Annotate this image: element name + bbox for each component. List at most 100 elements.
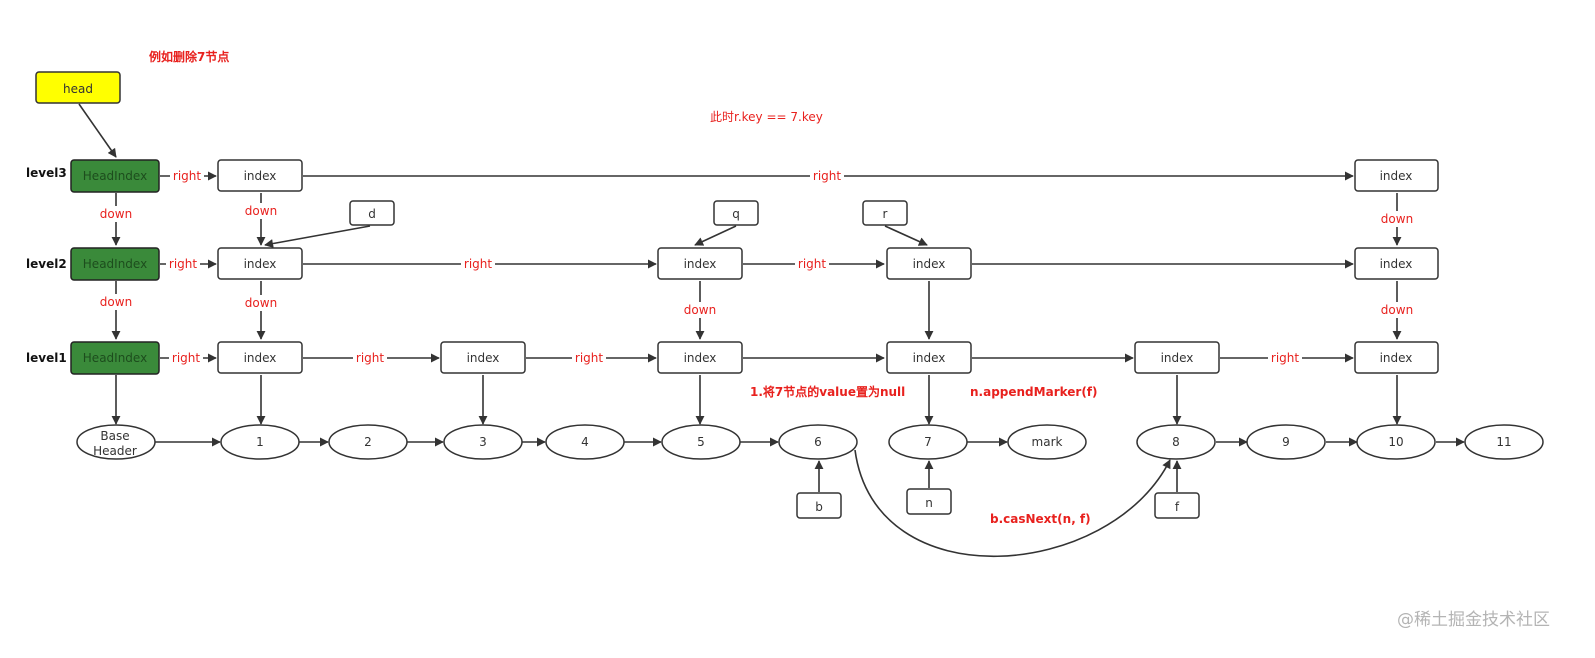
list-node-label: mark <box>1032 435 1063 449</box>
edge-r-pointer <box>884 225 928 246</box>
index-label: index <box>1161 351 1194 365</box>
list-node-label: 10 <box>1388 435 1403 449</box>
list-node-label: 8 <box>1172 435 1180 449</box>
pointer-d: d <box>349 200 395 226</box>
right-label: right <box>169 257 197 271</box>
index-l1-8: index <box>1134 341 1220 374</box>
head-index-label: HeadIndex <box>83 257 147 271</box>
list-node-11: 11 <box>1464 424 1544 460</box>
watermark: @稀土掘金技术社区 <box>1397 610 1550 630</box>
index-label: index <box>244 257 277 271</box>
index-l1-3: index <box>440 341 526 374</box>
head-label: head <box>63 82 93 96</box>
list-node-label: 11 <box>1496 435 1511 449</box>
index-l2-5: index <box>657 247 743 280</box>
index-label: index <box>1380 169 1413 183</box>
pointer-b-label: b <box>815 500 823 514</box>
pointer-q-label: q <box>732 207 740 221</box>
level3-label: level3 <box>26 166 67 180</box>
index-label: index <box>913 257 946 271</box>
index-l2-7: index <box>886 247 972 280</box>
down-label: down <box>684 303 716 317</box>
list-node-label: 4 <box>581 435 589 449</box>
right-label: right <box>356 351 384 365</box>
level2-label: level2 <box>26 257 67 271</box>
right-label: right <box>172 351 200 365</box>
pointer-d-label: d <box>368 207 376 221</box>
right-label: right <box>464 257 492 271</box>
head-node: head <box>35 71 121 104</box>
edges <box>78 103 1465 558</box>
list-node-3: 3 <box>443 424 523 460</box>
list-node-9: 9 <box>1246 424 1326 460</box>
down-label: down <box>245 296 277 310</box>
edge-head-to-headindex <box>78 103 117 158</box>
index-label: index <box>1380 257 1413 271</box>
edge-q-pointer <box>694 225 737 246</box>
list-node-5: 5 <box>661 424 741 460</box>
list-node-label: 7 <box>924 435 932 449</box>
index-l3-1: index <box>217 159 303 192</box>
index-label: index <box>244 169 277 183</box>
index-label: index <box>467 351 500 365</box>
step3-note: b.casNext(n, f) <box>990 512 1091 526</box>
right-label: right <box>813 169 841 183</box>
list-node-7: 7 <box>888 424 968 460</box>
base-header-line2: Header <box>93 444 137 458</box>
down-label: down <box>1381 303 1413 317</box>
index-label: index <box>1380 351 1413 365</box>
list-node-4: 4 <box>545 424 625 460</box>
pointer-r: r <box>862 200 908 226</box>
index-l2-10: index <box>1354 247 1439 280</box>
down-label: down <box>100 295 132 309</box>
index-label: index <box>913 351 946 365</box>
list-node-label: 3 <box>479 435 487 449</box>
pointer-n-label: n <box>925 496 933 510</box>
head-index-l3: HeadIndex <box>70 159 160 193</box>
index-l1-1: index <box>217 341 303 374</box>
pointer-n: n <box>906 488 952 515</box>
right-label: right <box>575 351 603 365</box>
list-node-label: 2 <box>364 435 372 449</box>
right-label: right <box>1271 351 1299 365</box>
head-index-label: HeadIndex <box>83 169 147 183</box>
list-node-10: 10 <box>1356 424 1436 460</box>
edge-d-pointer <box>264 225 371 248</box>
pointer-r-label: r <box>883 207 888 221</box>
down-label: down <box>1381 212 1413 226</box>
index-l1-5: index <box>657 341 743 374</box>
list-node-6: 6 <box>778 424 858 460</box>
right-label: right <box>798 257 826 271</box>
down-label: down <box>245 204 277 218</box>
index-label: index <box>684 257 717 271</box>
list-node-2: 2 <box>328 424 408 460</box>
list-node-label: 6 <box>814 435 822 449</box>
pointer-f-label: f <box>1175 500 1180 514</box>
pointer-f: f <box>1154 492 1200 519</box>
list-node-1: 1 <box>220 424 300 460</box>
list-node-label: 9 <box>1282 435 1290 449</box>
index-l1-10: index <box>1354 341 1439 374</box>
condition-note: 此时r.key == 7.key <box>710 110 823 124</box>
index-l1-7: index <box>886 341 972 374</box>
index-l2-1: index <box>217 247 303 280</box>
base-header-line1: Base <box>100 429 129 443</box>
header-note: 例如删除7节点 <box>149 49 229 64</box>
head-index-l2: HeadIndex <box>70 247 160 281</box>
index-label: index <box>244 351 277 365</box>
pointer-b: b <box>796 492 842 519</box>
list-node-label: 5 <box>697 435 705 449</box>
step2-note: n.appendMarker(f) <box>970 385 1098 399</box>
pointer-q: q <box>713 200 759 226</box>
index-label: index <box>684 351 717 365</box>
down-label: down <box>100 207 132 221</box>
edge-casnext-curve <box>854 449 1171 558</box>
base-header-node: Base Header <box>76 424 156 460</box>
level1-label: level1 <box>26 351 67 365</box>
edge-labels: right right down down down right right r… <box>96 168 1417 366</box>
index-l3-10: index <box>1354 159 1439 192</box>
step1-note: 1.将7节点的value置为null <box>750 384 905 399</box>
head-index-label: HeadIndex <box>83 351 147 365</box>
